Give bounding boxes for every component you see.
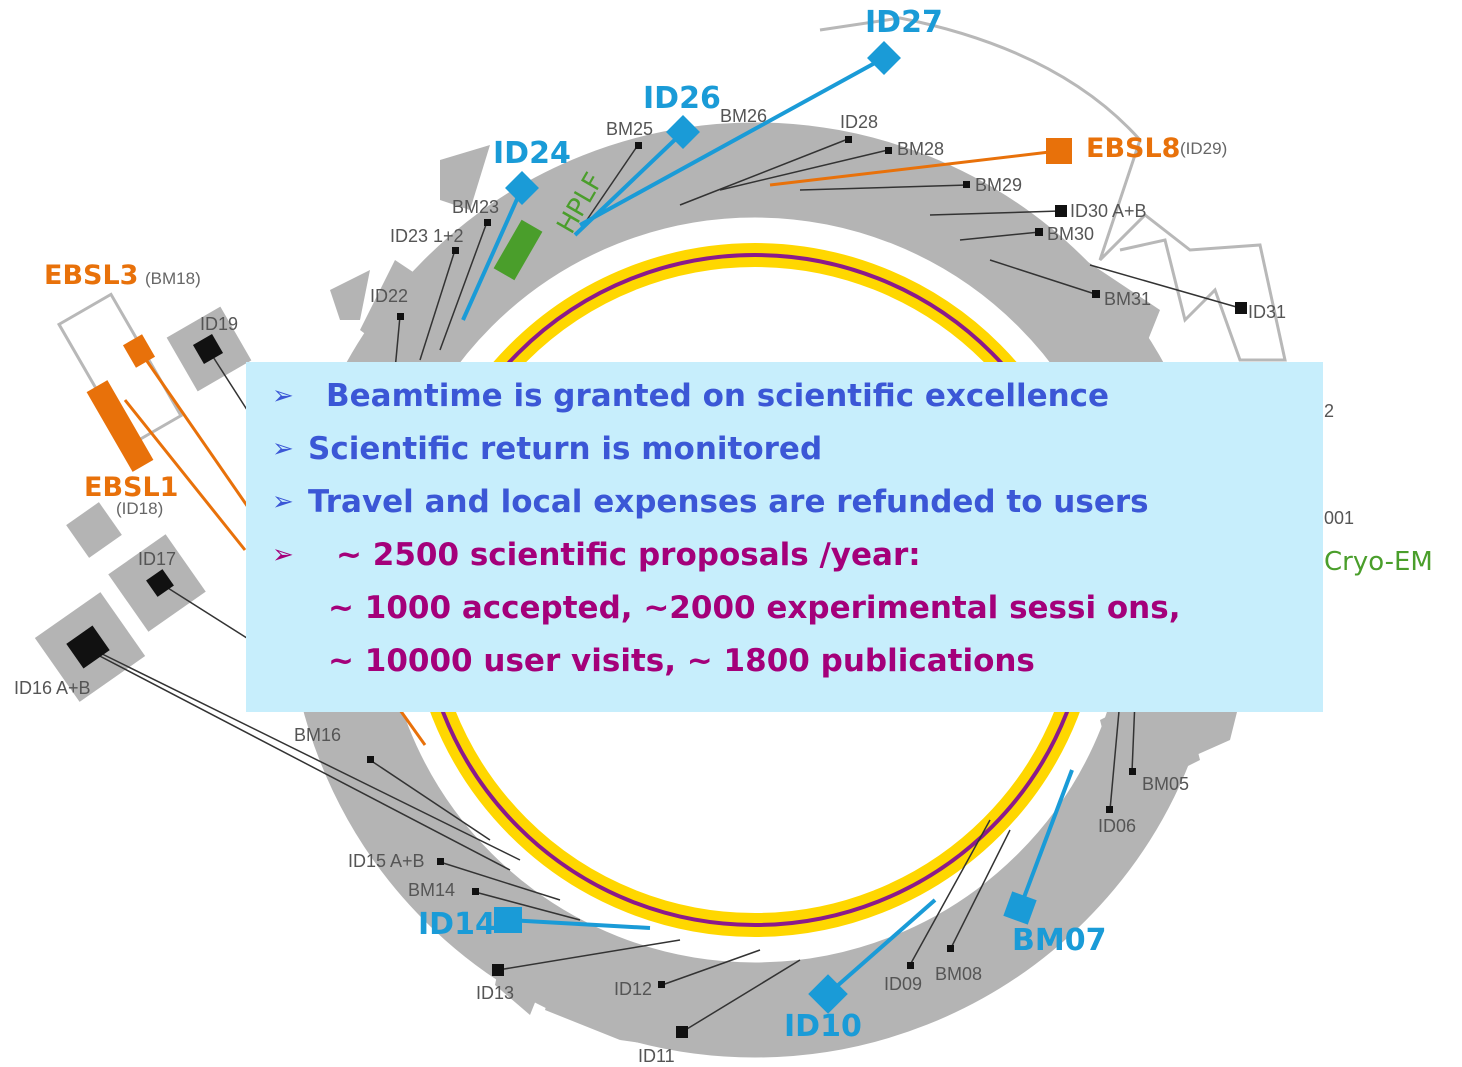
label-ebsl3: EBSL3 bbox=[44, 260, 138, 291]
bullet-proposals: ➢ ~ 2500 scientific proposals /year: bbox=[272, 529, 1323, 582]
info-box: ➢ Beamtime is granted on scientific exce… bbox=[246, 362, 1323, 712]
label-ebsl1: EBSL1 bbox=[84, 472, 178, 503]
bullet-text: Beamtime is granted on scientific excell… bbox=[326, 378, 1110, 414]
label-bm26: BM26 bbox=[720, 106, 767, 126]
bullet-text: Travel and local expenses are refunded t… bbox=[308, 484, 1149, 520]
label-bm16: BM16 bbox=[294, 725, 341, 745]
label-ebsl8: EBSL8 bbox=[1086, 133, 1180, 164]
label-id17: ID17 bbox=[138, 549, 176, 569]
label-bm25: BM25 bbox=[606, 119, 653, 139]
label-id22: ID22 bbox=[370, 286, 408, 306]
label-id27: ID27 bbox=[865, 5, 943, 40]
label-id16: ID16 A+B bbox=[14, 678, 91, 698]
bullet-scientific-return: ➢ Scientific return is monitored bbox=[272, 423, 1323, 476]
label-id11: ID11 bbox=[638, 1046, 675, 1066]
label-bm30: BM30 bbox=[1047, 224, 1094, 244]
label-id30: ID30 A+B bbox=[1070, 201, 1147, 221]
diagram-labels: ID27 ID26 ID24 HPLF EBSL8 (ID29) EBSL3 (… bbox=[14, 5, 1433, 1066]
label-id26: ID26 bbox=[643, 81, 721, 116]
bullet-travel-expenses: ➢ Travel and local expenses are refunded… bbox=[272, 476, 1323, 529]
label-id13: ID13 bbox=[476, 983, 514, 1003]
label-id09: ID09 bbox=[884, 974, 922, 994]
label-id19: ID19 bbox=[200, 314, 238, 334]
label-bm05: BM05 bbox=[1142, 774, 1189, 794]
label-ebsl8-sub: (ID29) bbox=[1180, 139, 1227, 158]
label-id31: ID31 bbox=[1248, 302, 1286, 322]
label-partial-001: 001 bbox=[1324, 508, 1354, 528]
bullet-text: Scientific return is monitored bbox=[308, 431, 823, 467]
label-bm23: BM23 bbox=[452, 197, 499, 217]
label-id10: ID10 bbox=[784, 1009, 862, 1044]
label-bm31: BM31 bbox=[1104, 289, 1151, 309]
arrow-bullet-icon: ➢ bbox=[272, 381, 294, 411]
label-bm28: BM28 bbox=[897, 139, 944, 159]
hall-outline-ne bbox=[819, 16, 1287, 362]
label-cryo-em: Cryo-EM bbox=[1324, 547, 1433, 577]
label-id28: ID28 bbox=[840, 112, 878, 132]
label-id23: ID23 1+2 bbox=[390, 226, 464, 246]
blue-beamlines bbox=[461, 56, 1074, 996]
label-id12: ID12 bbox=[614, 979, 652, 999]
orange-beamlines bbox=[123, 149, 1059, 746]
label-bm08: BM08 bbox=[935, 964, 982, 984]
arrow-bullet-icon: ➢ bbox=[272, 434, 294, 464]
label-id24: ID24 bbox=[493, 136, 571, 171]
line-accepted-sessions: ~ 1000 accepted, ~2000 experimental sess… bbox=[328, 590, 1181, 626]
label-id06: ID06 bbox=[1098, 816, 1136, 836]
beamline-markers bbox=[66, 136, 1247, 1038]
line-visits-publications: ~ 10000 user visits, ~ 1800 publications bbox=[328, 643, 1035, 679]
label-id15: ID15 A+B bbox=[348, 851, 425, 871]
label-ebsl3-sub: (BM18) bbox=[145, 269, 201, 288]
label-id14: ID14 bbox=[418, 907, 496, 942]
label-bm07: BM07 bbox=[1012, 923, 1106, 958]
label-bm29: BM29 bbox=[975, 175, 1022, 195]
label-ebsl1-sub: (ID18) bbox=[116, 499, 163, 518]
arrow-bullet-icon: ➢ bbox=[272, 540, 294, 570]
arrow-bullet-icon: ➢ bbox=[272, 487, 294, 517]
orange-markers bbox=[86, 138, 1072, 472]
hplf-block bbox=[493, 219, 543, 281]
bullet-text: ~ 2500 scientific proposals /year: bbox=[336, 537, 921, 573]
label-bm14: BM14 bbox=[408, 880, 455, 900]
label-partial-2: 2 bbox=[1324, 401, 1334, 421]
beamline-lines bbox=[87, 138, 1241, 1033]
bullet-beamtime: ➢ Beamtime is granted on scientific exce… bbox=[272, 370, 1323, 423]
